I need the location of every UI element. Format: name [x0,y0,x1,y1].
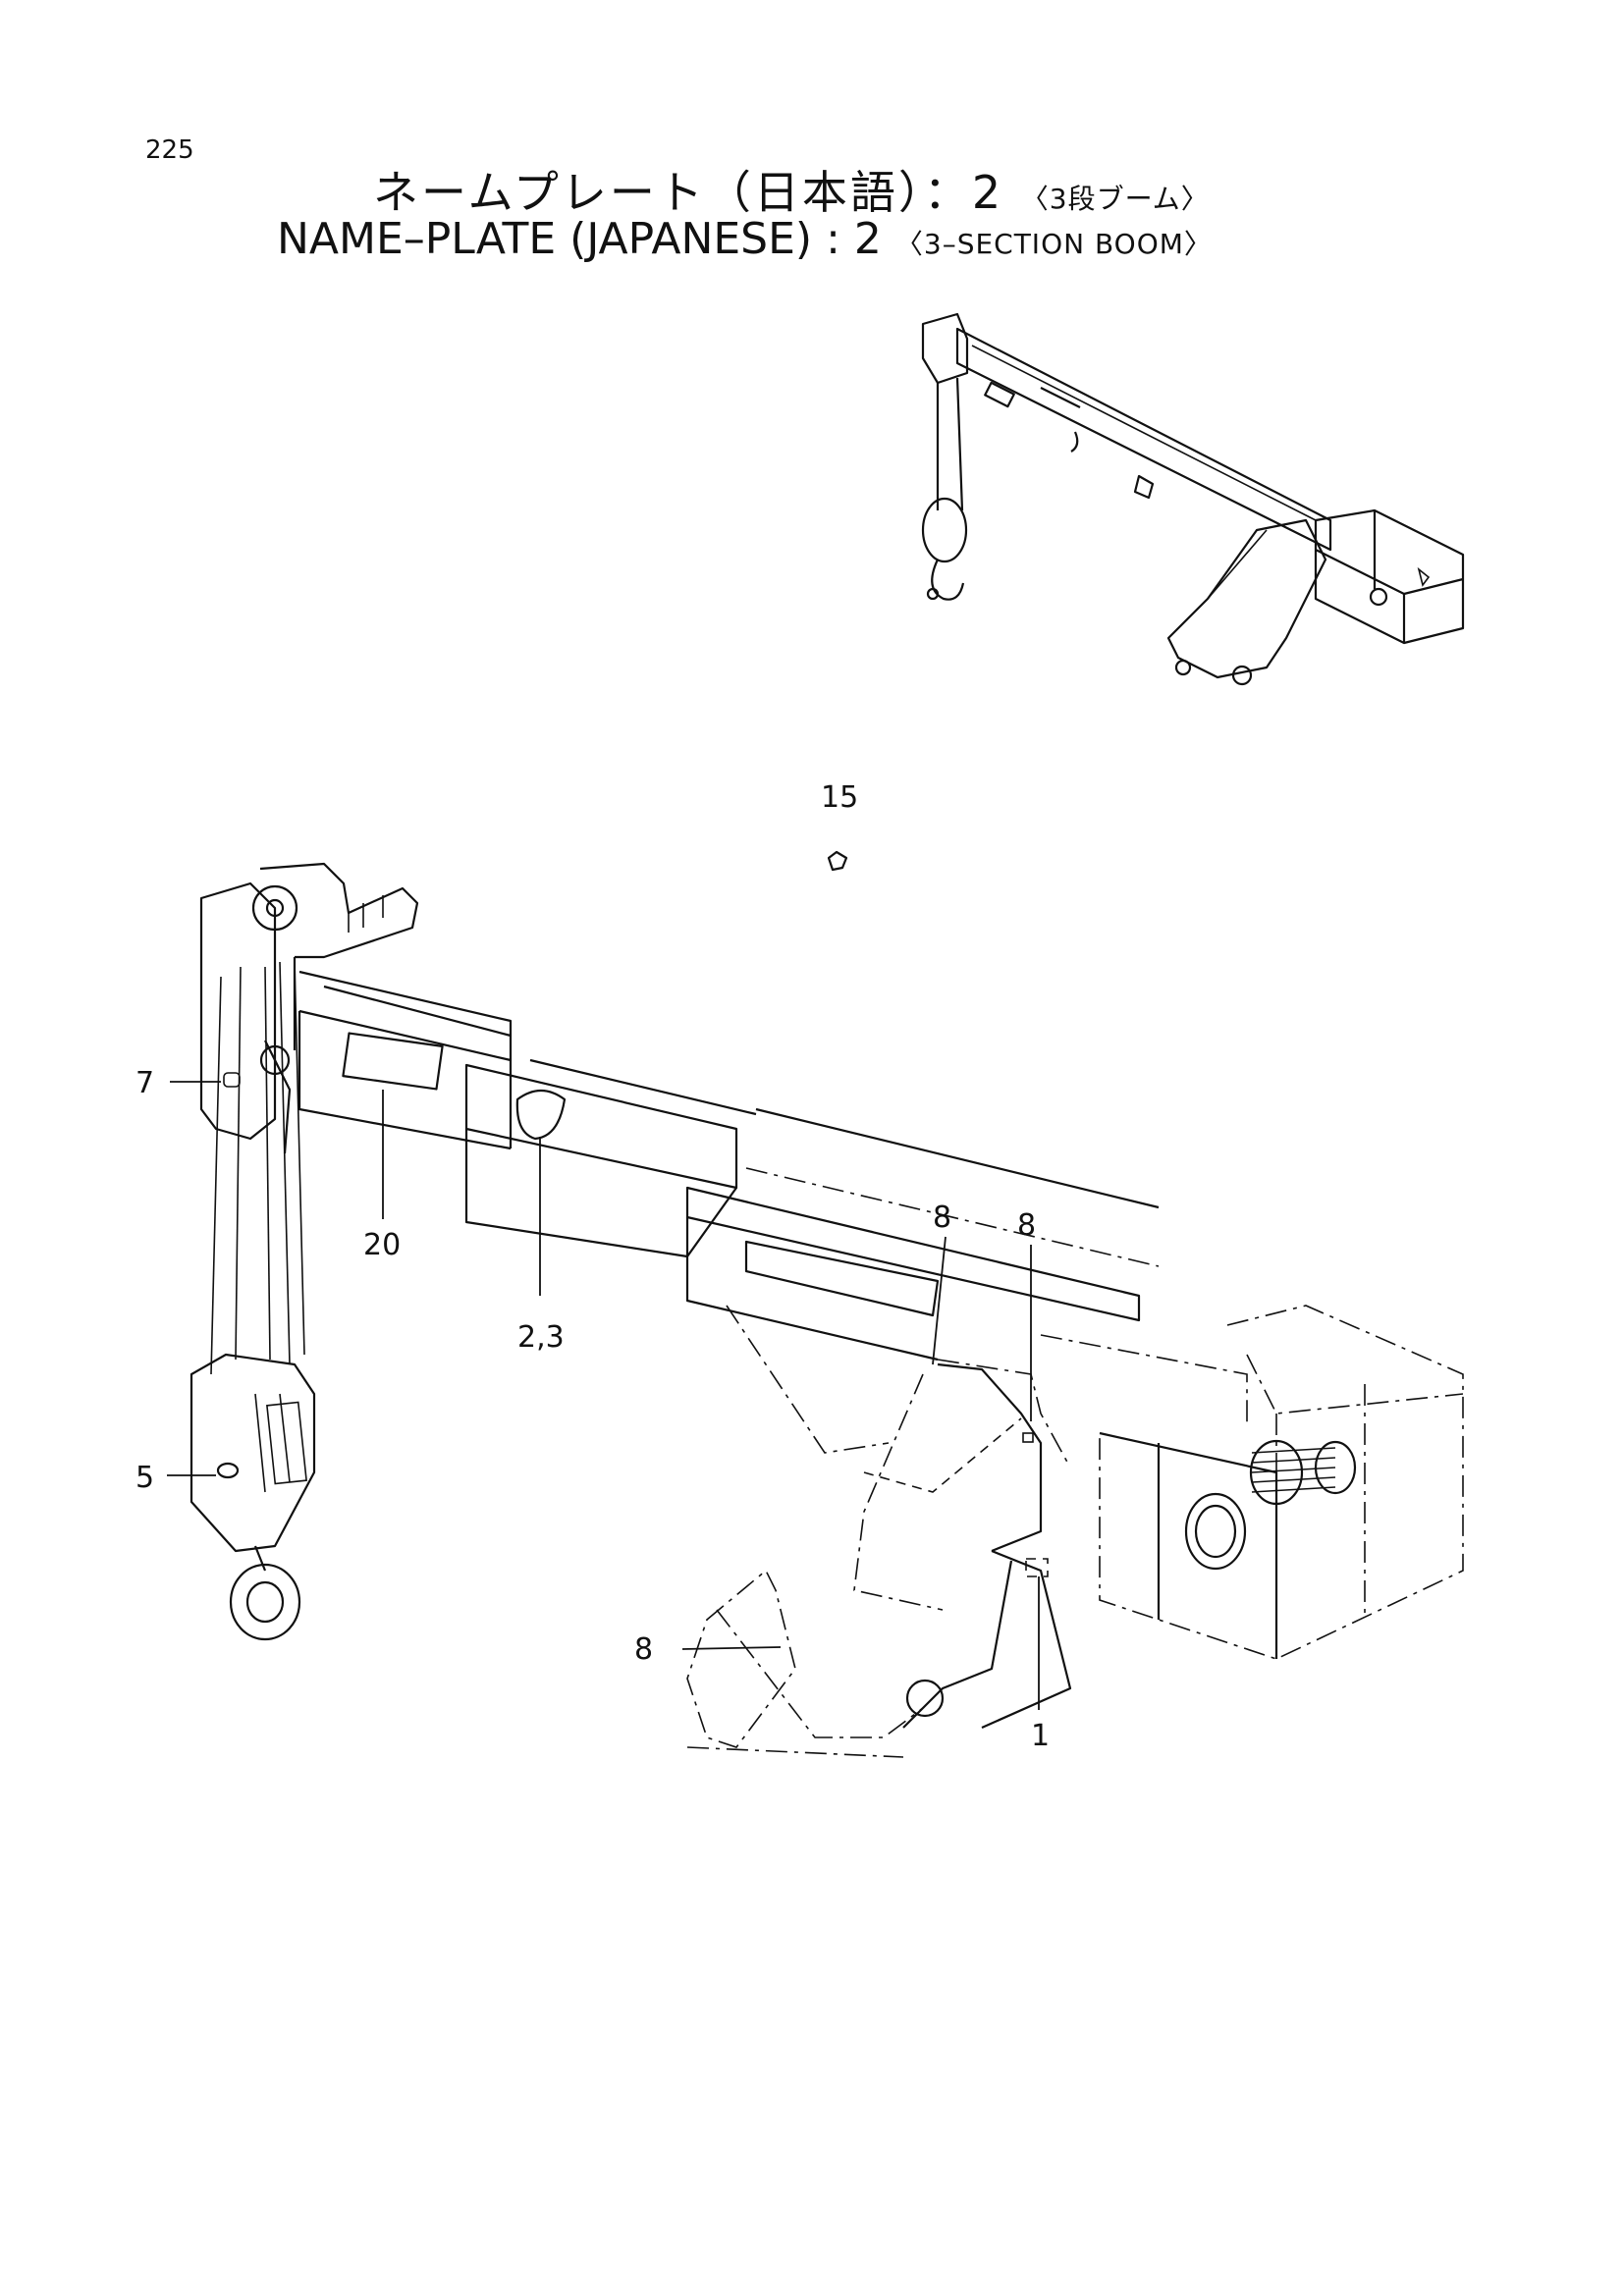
item-15-marker [827,850,848,872]
title-japanese: ネームプレート（日本語）：2 〈3段ブーム〉 [373,157,1210,222]
title-english-sub: 〈3–SECTION BOOM〉 [894,228,1213,260]
main-boom-illustration [189,862,1464,1758]
callout-labels: 15 7 20 2,3 8 8 5 8 1 [135,780,1050,1753]
title-english: NAME–PLATE (JAPANESE) : 2 〈3–SECTION BOO… [277,214,1213,264]
callout-2-3: 2,3 [517,1320,565,1355]
callout-8-c: 8 [634,1632,653,1667]
callout-5: 5 [135,1461,154,1495]
page-number: 225 [145,135,194,165]
callout-20: 20 [363,1228,401,1262]
callout-1: 1 [1031,1719,1050,1753]
title-japanese-main: ネームプレート（日本語）：2 [373,166,1004,219]
callout-7: 7 [135,1066,154,1100]
callout-15: 15 [821,780,858,815]
callout-leaders [167,850,1049,1710]
item-20-nameplate [342,1032,444,1091]
callout-8-b: 8 [1017,1208,1036,1243]
overview-crane-illustration [921,312,1465,686]
callout-8-a: 8 [933,1201,951,1235]
title-english-main: NAME–PLATE (JAPANESE) : 2 [277,214,882,264]
title-japanese-sub: 〈3段ブーム〉 [1020,183,1210,215]
